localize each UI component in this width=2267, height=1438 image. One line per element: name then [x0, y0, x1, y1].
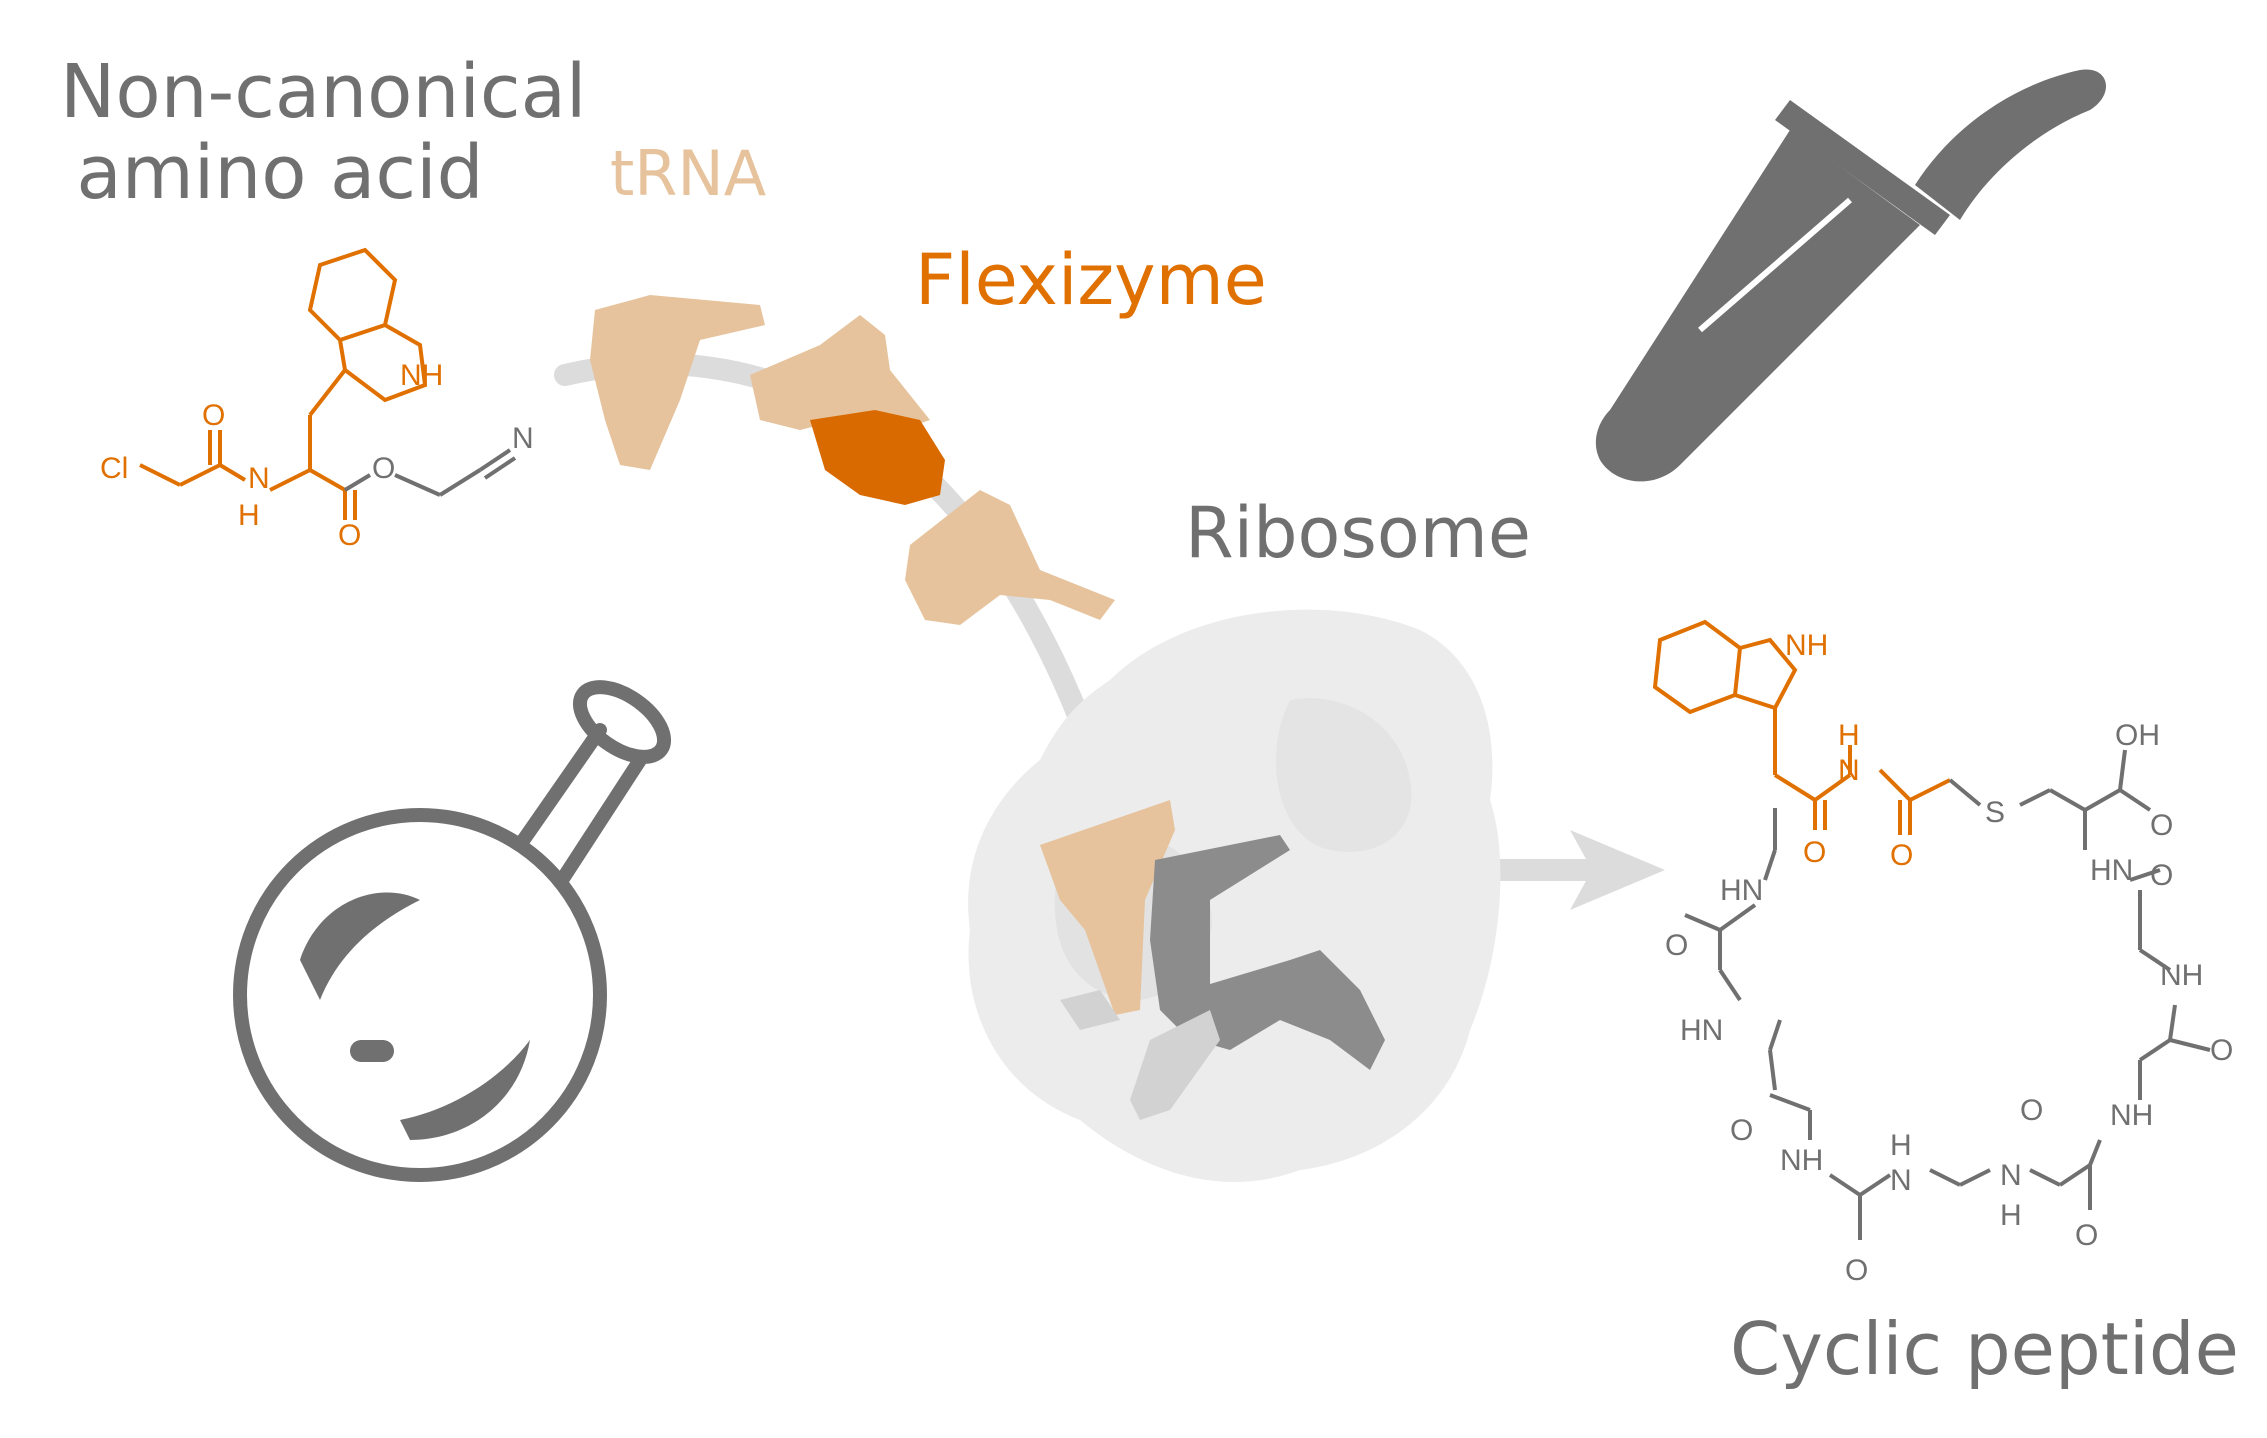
- atom-o-8: O: [1845, 1254, 1868, 1287]
- noncanonical-amino-acid-label: Non-canonical amino acid: [60, 49, 587, 217]
- flexizyme-molecule: [810, 410, 945, 505]
- atom-oh: OH: [2115, 719, 2160, 752]
- atom-s: S: [1985, 796, 2005, 829]
- atom-h-amide: H: [1838, 719, 1860, 752]
- round-bottom-flask-icon: [233, 680, 672, 1182]
- atom-n-nitrile: N: [512, 422, 534, 455]
- atom-nh-indole: NH: [1785, 629, 1828, 662]
- ribosome-label: Ribosome: [1185, 492, 1531, 574]
- cyclic-peptide-label: Cyclic peptide: [1730, 1307, 2239, 1391]
- atom-nh-1: NH: [2160, 959, 2203, 992]
- atom-n-1: N: [2000, 1159, 2022, 1192]
- atom-o-4: O: [2150, 859, 2173, 892]
- cyclic-peptide-structure: [1652, 619, 2211, 1240]
- atom-hn-1: HN: [2090, 854, 2133, 887]
- ncaa-structure: [139, 247, 517, 520]
- ncaa-atom-labels: NH Cl O N H O O N: [100, 359, 534, 552]
- atom-o-ester-carbonyl: O: [338, 519, 361, 552]
- atom-o-1: O: [1803, 836, 1826, 869]
- trna-molecule-2: [750, 315, 930, 430]
- trna-label: tRNA: [610, 137, 767, 210]
- ribosome-structure: [968, 609, 1501, 1182]
- flexizyme-label: Flexizyme: [915, 239, 1267, 321]
- atom-o-5: O: [2210, 1034, 2233, 1067]
- atom-n-amide: N: [248, 462, 270, 495]
- atom-nh: NH: [400, 359, 443, 392]
- trna-molecule-3: [905, 490, 1115, 625]
- atom-o-6: O: [2075, 1219, 2098, 1252]
- atom-o-10: O: [1665, 929, 1688, 962]
- atom-o-carbonyl: O: [202, 399, 225, 432]
- atom-cl: Cl: [100, 452, 128, 485]
- atom-o-3: O: [2150, 809, 2173, 842]
- trna-molecule-1: [590, 295, 765, 470]
- atom-n-2: N: [1890, 1164, 1912, 1197]
- ncaa-label-line2: amino acid: [76, 130, 484, 217]
- atom-o-9: O: [1730, 1114, 1753, 1147]
- atom-nh-2: NH: [2110, 1099, 2153, 1132]
- atom-h-1: H: [2000, 1199, 2022, 1232]
- microcentrifuge-tube-icon: [1595, 69, 2107, 482]
- arrow-head: [1570, 830, 1665, 910]
- ncaa-label-line1: Non-canonical: [60, 49, 587, 135]
- cyclic-peptide-atom-labels: NH H N O O S OH O HN O NH O NH O O N H H…: [1665, 629, 2233, 1287]
- atom-n-amide: N: [1838, 754, 1860, 787]
- atom-o-2: O: [1890, 839, 1913, 872]
- atom-h-2: H: [1890, 1129, 1912, 1162]
- ribosome-mrna: [1060, 990, 1220, 1120]
- atom-hn-2: HN: [1680, 1014, 1723, 1047]
- flask-highlights: [300, 892, 530, 1140]
- atom-o-7: O: [2020, 1094, 2043, 1127]
- atom-h-amide: H: [238, 499, 260, 532]
- ribosome-trna-tan: [1040, 800, 1175, 1015]
- atom-o-ester: O: [372, 452, 395, 485]
- ribosome-trna-gray: [1150, 835, 1385, 1070]
- atom-hn-3: HN: [1720, 874, 1763, 907]
- atom-nh-3: NH: [1780, 1144, 1823, 1177]
